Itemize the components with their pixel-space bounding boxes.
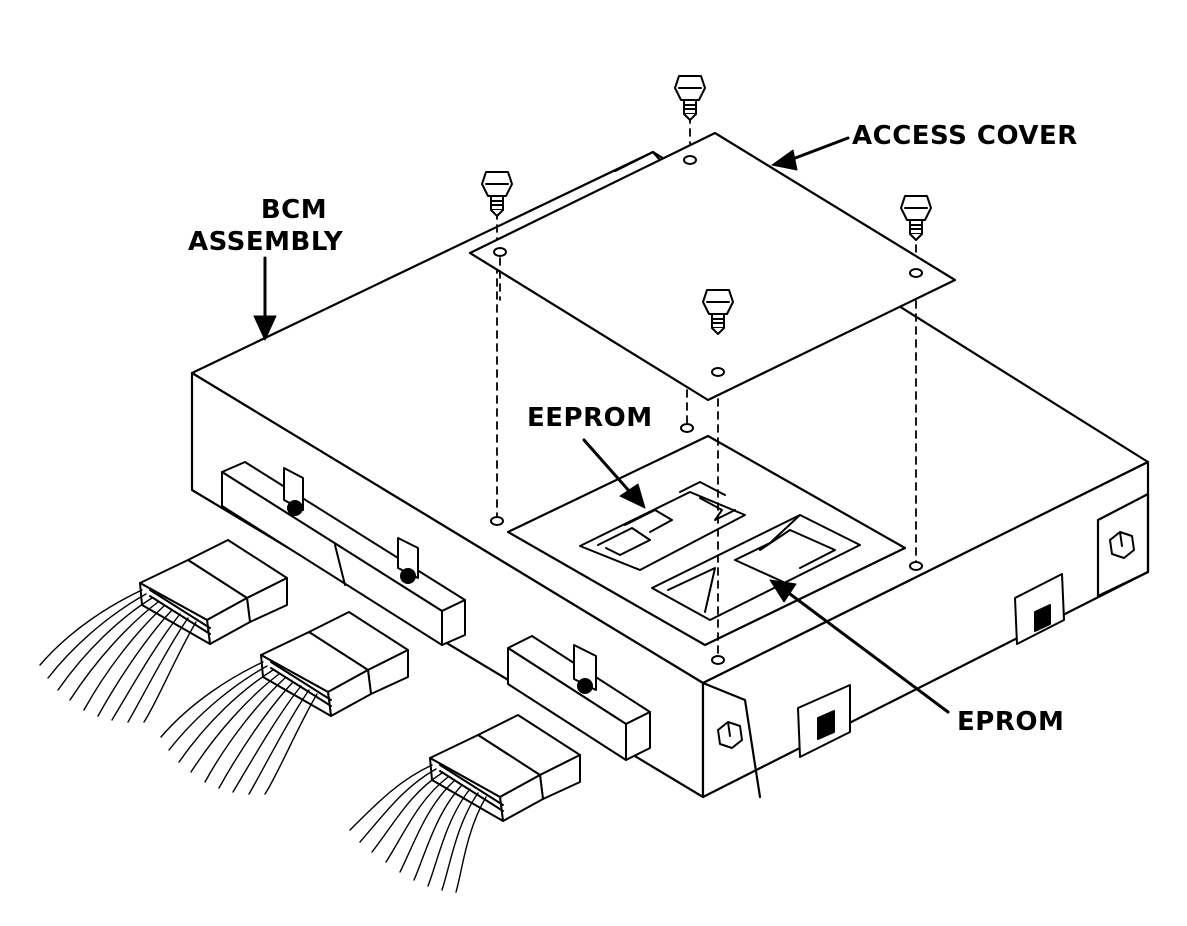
side-sockets: [797, 573, 1065, 758]
harness-wires-1: [39, 589, 197, 723]
header-latch-2: [400, 568, 416, 584]
hex-bolt-right: [1109, 531, 1135, 559]
arrow-icon: [253, 136, 950, 714]
arrow-eprom: [769, 579, 950, 714]
harness-plug-1: [39, 539, 288, 723]
harness-wires-3: [349, 764, 487, 893]
access-cover: [468, 131, 957, 402]
hex-bolt-front: [717, 721, 743, 749]
header-latch-3: [577, 678, 593, 694]
arrow-bcm: [253, 256, 277, 341]
cover-hole-left: [493, 247, 507, 257]
arrow-access-cover: [771, 136, 850, 171]
socket-front: [797, 684, 851, 758]
eeprom-label: EEPROM: [527, 403, 653, 433]
arrow-eeprom: [582, 438, 646, 509]
housing-connectors: [221, 461, 651, 761]
right-face-bevel: [1096, 492, 1150, 598]
hole-front: [711, 655, 725, 665]
header-long: [221, 461, 466, 646]
harness-wires-2: [160, 661, 318, 795]
screw-front: [702, 289, 734, 335]
front-corner-bevel: [701, 681, 762, 799]
cover-hole-front: [711, 367, 725, 377]
harness-plug-3: [349, 714, 581, 893]
access-cover-label: ACCESS COVER: [852, 121, 1078, 151]
eeprom-chip: [579, 481, 746, 571]
header-short: [507, 635, 651, 761]
header-latch: [287, 500, 303, 516]
harness-plugs: [39, 539, 581, 893]
eprom-label: EPROM: [957, 707, 1065, 737]
socket-right: [1014, 573, 1065, 645]
eprom-chip: [651, 514, 861, 621]
access-cover-plate: [468, 131, 957, 402]
bcm-label-line2: ASSEMBLY: [188, 227, 344, 257]
hole-back: [680, 423, 694, 433]
screw-right: [900, 195, 932, 241]
bcm-label-line1: BCM: [260, 195, 328, 225]
assembly-guides: [496, 115, 917, 657]
cover-hole-back: [683, 155, 697, 165]
cover-hole-right: [909, 268, 923, 278]
housing-back-rim: [613, 150, 662, 173]
hex-bolt-icon: [717, 531, 1135, 749]
screw-left: [481, 171, 513, 217]
harness-plug-2: [160, 611, 409, 795]
board-outline: [506, 434, 907, 647]
screw-back: [674, 75, 706, 121]
chip-board: [506, 434, 907, 647]
screw-icon: [481, 75, 932, 335]
